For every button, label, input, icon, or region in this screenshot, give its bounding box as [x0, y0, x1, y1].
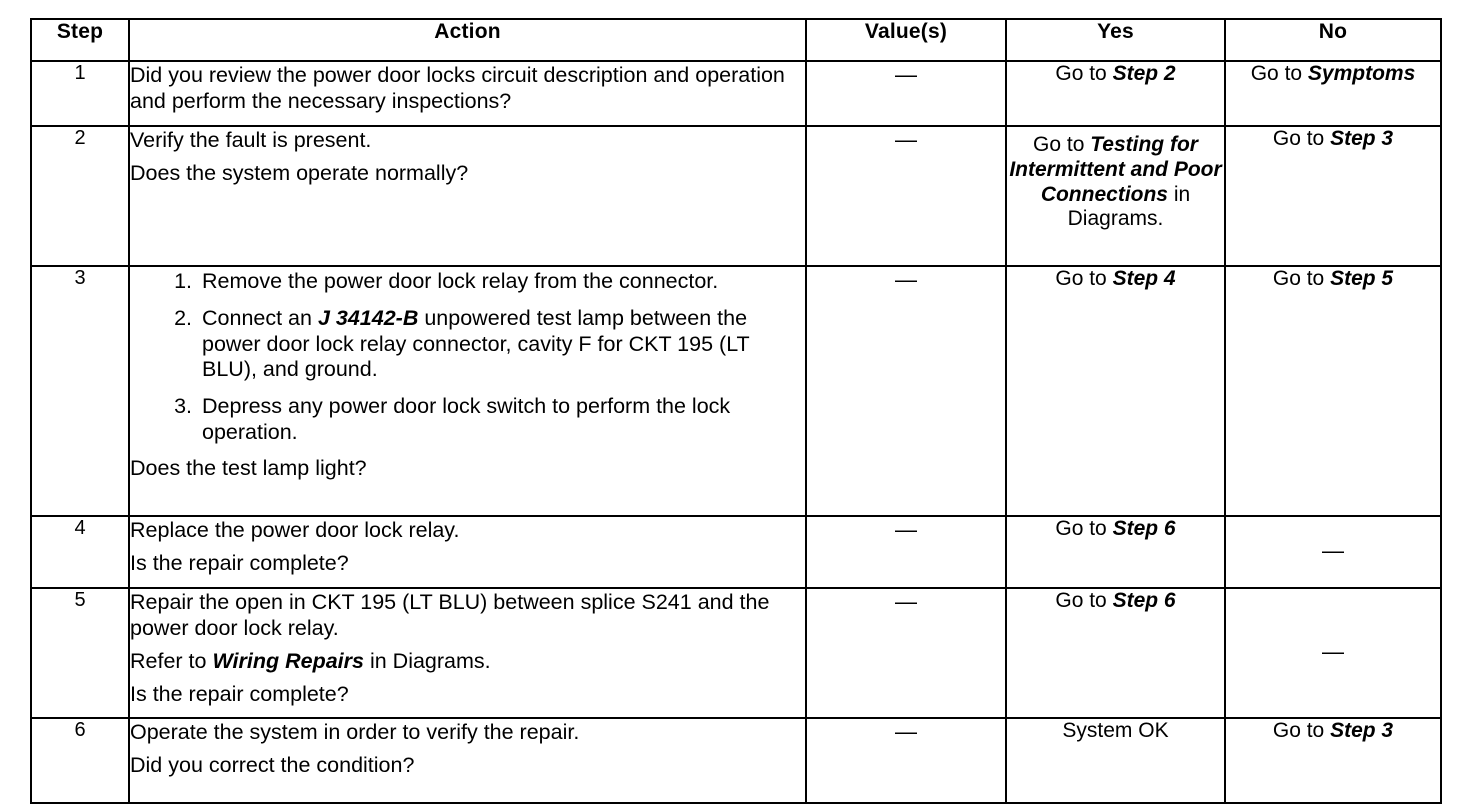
step-number: 5	[30, 587, 130, 719]
table-row: 3 1. Remove the power door lock relay fro…	[30, 265, 1442, 517]
list-text: Depress any power door lock switch to pe…	[202, 394, 731, 444]
yes-action: Go to Step 6	[1005, 515, 1226, 589]
yes-target: Testing for Intermittent and Poor Connec…	[1009, 133, 1222, 206]
action-question: Does the system operate normally?	[130, 161, 469, 185]
no-target: Step 3	[1330, 719, 1394, 742]
tool-designation: J 34142-B	[317, 305, 419, 330]
value-text: —	[805, 60, 1007, 127]
em-dash: —	[1322, 538, 1344, 563]
refer-target: Wiring Repairs	[212, 649, 364, 673]
action-text: Verify the fault is present. Does the sy…	[128, 125, 807, 267]
no-prefix: Go to	[1250, 62, 1308, 85]
step-number: 4	[30, 515, 130, 589]
column-header-value: Value(s)	[805, 18, 1007, 62]
action-reference: Refer to Wiring Repairs in Diagrams.	[130, 648, 805, 674]
list-text-pre: Connect an	[202, 305, 318, 330]
no-prefix: Go to	[1272, 719, 1331, 742]
list-number: 1.	[174, 269, 192, 293]
action-question: Did you correct the condition?	[130, 753, 415, 777]
action-text: 1. Remove the power door lock relay from …	[128, 265, 807, 517]
yes-prefix: Go to	[1055, 589, 1113, 612]
table-body: 1 Did you review the power door locks ci…	[30, 60, 1442, 804]
step-number: 1	[30, 60, 130, 127]
list-item: 3. Depress any power door lock switch to …	[162, 394, 805, 446]
yes-target: Step 2	[1112, 62, 1176, 85]
action-paragraph: Did you review the power door locks circ…	[130, 63, 785, 113]
table-row: 4 Replace the power door lock relay. Is …	[30, 515, 1442, 589]
table-row: 5 Repair the open in CKT 195 (LT BLU) be…	[30, 587, 1442, 719]
value-text: —	[805, 265, 1007, 517]
no-action: Go to Step 3	[1224, 717, 1442, 804]
em-dash: —	[895, 267, 917, 292]
no-action: —	[1224, 515, 1442, 589]
list-number: 2.	[174, 305, 192, 330]
em-dash: —	[895, 517, 917, 542]
yes-suffix: in Diagrams.	[1067, 182, 1191, 231]
yes-action: Go to Testing for Intermittent and Poor …	[1005, 125, 1226, 267]
yes-action: Go to Step 2	[1005, 60, 1226, 127]
header-row: Step Action Value(s) Yes No	[30, 18, 1442, 62]
action-text: Operate the system in order to verify th…	[128, 717, 807, 804]
table-row: 1 Did you review the power door locks ci…	[30, 60, 1442, 127]
action-text: Did you review the power door locks circ…	[128, 60, 807, 127]
no-action: Go to Step 3	[1224, 125, 1442, 267]
em-dash: —	[1322, 639, 1344, 664]
value-text: —	[805, 125, 1007, 267]
no-action: —	[1224, 587, 1442, 719]
list-item: 1. Remove the power door lock relay from …	[162, 269, 805, 295]
action-paragraph: Operate the system in order to verify th…	[130, 720, 580, 744]
yes-prefix: Go to	[1055, 62, 1113, 85]
em-dash: —	[895, 719, 917, 744]
no-prefix: Go to	[1272, 127, 1331, 150]
table-row: 2 Verify the fault is present. Does the …	[30, 125, 1442, 267]
no-action: Go to Step 5	[1224, 265, 1442, 517]
no-target: Step 5	[1330, 267, 1394, 290]
action-question: Does the test lamp light?	[130, 455, 367, 480]
no-prefix: Go to	[1272, 267, 1331, 290]
action-question: Is the repair complete?	[130, 551, 349, 575]
action-text: Repair the open in CKT 195 (LT BLU) betw…	[128, 587, 807, 719]
action-paragraph: Replace the power door lock relay.	[130, 518, 460, 542]
refer-suffix: in Diagrams.	[363, 649, 491, 673]
yes-action: Go to Step 4	[1005, 265, 1226, 517]
yes-prefix: Go to	[1055, 267, 1113, 290]
diagnostic-table: Step Action Value(s) Yes No 1 Did you re…	[30, 18, 1442, 804]
action-question: Is the repair complete?	[130, 682, 349, 706]
em-dash: —	[895, 589, 917, 614]
no-action: Go to Symptoms	[1224, 60, 1442, 127]
yes-target: Step 4	[1112, 267, 1176, 290]
step-number: 6	[30, 717, 130, 804]
action-step-list: 1. Remove the power door lock relay from …	[130, 269, 805, 446]
table-row: 6 Operate the system in order to verify …	[30, 717, 1442, 804]
action-paragraph: Verify the fault is present.	[130, 128, 372, 152]
list-text: Remove the power door lock relay from th…	[202, 269, 719, 293]
step-number: 2	[30, 125, 130, 267]
list-number: 3.	[174, 394, 192, 419]
action-text: Replace the power door lock relay. Is th…	[128, 515, 807, 589]
no-target: Symptoms	[1307, 62, 1416, 85]
value-text: —	[805, 587, 1007, 719]
column-header-action: Action	[128, 18, 807, 62]
value-text: —	[805, 515, 1007, 589]
yes-prefix: Go to	[1033, 133, 1091, 156]
no-target: Step 3	[1330, 127, 1394, 150]
column-header-yes: Yes	[1005, 18, 1226, 62]
yes-target: Step 6	[1112, 517, 1176, 540]
yes-target: Step 6	[1112, 589, 1176, 612]
column-header-step: Step	[30, 18, 130, 62]
refer-prefix: Refer to	[130, 649, 213, 673]
list-text-post: unpowered test lamp between the power do…	[202, 305, 750, 382]
yes-action: System OK	[1005, 717, 1226, 804]
yes-prefix: Go to	[1055, 517, 1113, 540]
em-dash: —	[895, 62, 917, 87]
list-item: 2. Connect an J 34142-B unpowered test la…	[162, 306, 805, 383]
em-dash: —	[895, 127, 917, 152]
column-header-no: No	[1224, 18, 1442, 62]
table-header: Step Action Value(s) Yes No	[30, 18, 1442, 62]
step-number: 3	[30, 265, 130, 517]
value-text: —	[805, 717, 1007, 804]
action-paragraph: Repair the open in CKT 195 (LT BLU) betw…	[130, 590, 770, 640]
yes-action: Go to Step 6	[1005, 587, 1226, 719]
